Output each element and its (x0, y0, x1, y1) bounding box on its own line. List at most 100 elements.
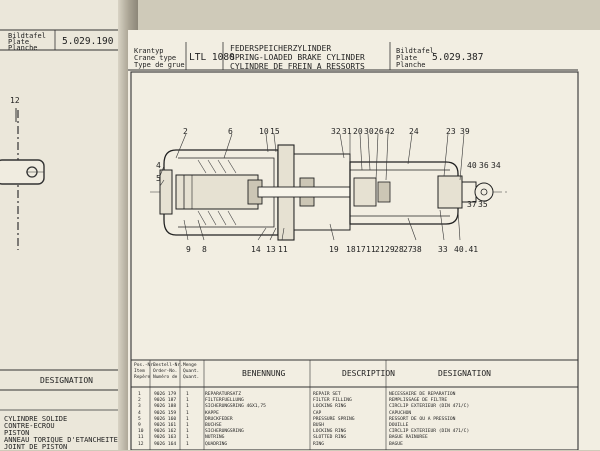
table-cell-de: KAPPE (205, 410, 219, 416)
callout: 29 (385, 245, 395, 254)
left-header-label-de: Bildtafel (8, 32, 46, 40)
table-cell-qty: 1 (186, 441, 189, 447)
table-cell-de: SICHERUNGSRING (205, 429, 244, 435)
callout: 13 (266, 245, 276, 254)
table-cell-part: 9026 179 (154, 392, 177, 397)
callout: 10 (259, 127, 269, 136)
table-cell-pos: 4 (138, 410, 141, 416)
callout: 24 (409, 127, 419, 136)
col-en-header: DESCRIPTION (342, 369, 395, 378)
callout: 38 (412, 245, 422, 254)
col-part-en: Order-No. (153, 369, 178, 374)
callout: 20 (353, 127, 363, 136)
callout: 34 (491, 161, 501, 170)
table-cell-part: 9026 188 (154, 404, 177, 410)
col-qty-de: Menge (183, 363, 197, 368)
col-qty-fr: Quant. (183, 375, 200, 380)
callout: 27 (403, 245, 413, 254)
callout: 23 (446, 127, 456, 136)
table-cell-pos: 9 (138, 423, 141, 428)
table-cell-pos: 12 (138, 441, 144, 447)
table-cell-part: 9026 162 (154, 429, 177, 435)
callout: 40 (467, 161, 477, 170)
callout: 36 (479, 161, 489, 170)
table-cell-en: PRESSURE SPRING (313, 416, 355, 422)
plate-label-de: Bildtafel (396, 47, 434, 55)
left-page-lines (0, 29, 126, 411)
callout: 28 (394, 245, 404, 254)
table-cell-qty: 1 (186, 410, 189, 416)
col-qty-en: Quant. (183, 369, 200, 374)
right-page (128, 30, 600, 450)
left-item-0: CYLINDRE SOLIDE (4, 415, 68, 423)
col-pos-fr: Repère (134, 375, 151, 380)
callout: 35 (478, 200, 488, 209)
table-cell-fr: BAGUE RAINUREE (389, 435, 428, 441)
table-cell-en: SLOTTED RING (313, 435, 347, 441)
table-cell-en: LOCKING RING (313, 429, 347, 435)
plate-label-en: Plate (396, 54, 418, 62)
table-cell-en: RING (313, 441, 325, 447)
table-cell-de: BUCHSE (205, 423, 222, 428)
crane-type-label-de: Krantyp (134, 47, 164, 55)
table-cell-pos: 11 (138, 435, 144, 441)
table-cell-pos: 2 (138, 398, 141, 404)
crane-type-label-fr: Type de grue (134, 61, 185, 69)
table-cell-de: QUADRING (205, 441, 228, 447)
callout: 18 (346, 245, 356, 254)
callout: 4 (156, 161, 161, 170)
callout: 42 (385, 127, 395, 136)
table-cell-fr: REMPLISSAGE DE FILTRE (389, 398, 448, 404)
callout: 11 (366, 245, 376, 254)
crane-type-label-en: Crane type (134, 54, 177, 62)
callout: 5 (156, 174, 161, 183)
table-cell-pos: 10 (138, 429, 144, 435)
col-pos-de: Pos.-Nr. (134, 363, 156, 368)
col-pos-en: Item (134, 369, 145, 374)
table-cell-fr: CIRCLIP EXTERIEUR (DIN 471/C) (389, 429, 470, 435)
callout: 39 (460, 127, 470, 136)
callout: 14 (251, 245, 261, 254)
callout: 8 (202, 245, 207, 254)
callout: 37 (467, 200, 477, 209)
callout: 17 (356, 245, 366, 254)
brake-cylinder-diagram (128, 42, 579, 450)
left-page (0, 0, 128, 450)
table-cell-qty: 1 (186, 423, 189, 428)
callout: 31 (342, 127, 352, 136)
left-item-4: JOINT DE PISTON (4, 443, 68, 451)
table-cell-de: SICHERUNGSRING 46X1,75 (205, 404, 266, 410)
col-part-fr: Numéro de (153, 375, 178, 380)
table-cell-de: NUTRING (205, 435, 225, 441)
table-cell-en: BUSH (313, 423, 325, 428)
table-cell-fr: CIRCLIP EXTERIEUR (DIN 471/C) (389, 404, 470, 410)
callout: 26 (374, 127, 384, 136)
table-cell-part: 9026 163 (154, 435, 177, 441)
title-fr: CYLINDRE DE FREIN A RESSORTS (230, 62, 365, 71)
table-cell-fr: BAGUE (389, 441, 403, 447)
left-item-3: ANNEAU TORIQUE D'ETANCHEITE (4, 436, 118, 444)
table-cell-part: 9026 160 (154, 416, 177, 422)
table-cell-qty: 1 (186, 398, 189, 404)
plate-label-fr: Planche (396, 61, 426, 69)
callout: 21 (375, 245, 385, 254)
table-cell-en: CAP (313, 410, 322, 416)
table-cell-qty: 1 (186, 392, 189, 397)
table-cell-qty: 1 (186, 429, 189, 435)
title-en: SPRING-LOADED BRAKE CYLINDER (230, 53, 365, 62)
table-cell-en: FILTER FILLING (313, 398, 352, 404)
left-header-label-en: Plate (8, 38, 30, 46)
table-cell-fr: CAPUCHON (389, 410, 412, 416)
col-fr-header: DESIGNATION (438, 369, 491, 378)
callout: 32 (331, 127, 341, 136)
table-cell-qty: 1 (186, 404, 189, 410)
table-cell-en: LOCKING RING (313, 404, 347, 410)
col-de-header: BENENNUNG (242, 369, 286, 378)
table-cell-qty: 1 (186, 435, 189, 441)
callout: 2 (183, 127, 188, 136)
callout: 11 (278, 245, 288, 254)
callout: 15 (270, 127, 280, 136)
table-cell-qty: 1 (186, 416, 189, 422)
table-cell-de: DRUCKFEDER (205, 416, 233, 422)
table-cell-part: 9026 187 (154, 398, 177, 404)
